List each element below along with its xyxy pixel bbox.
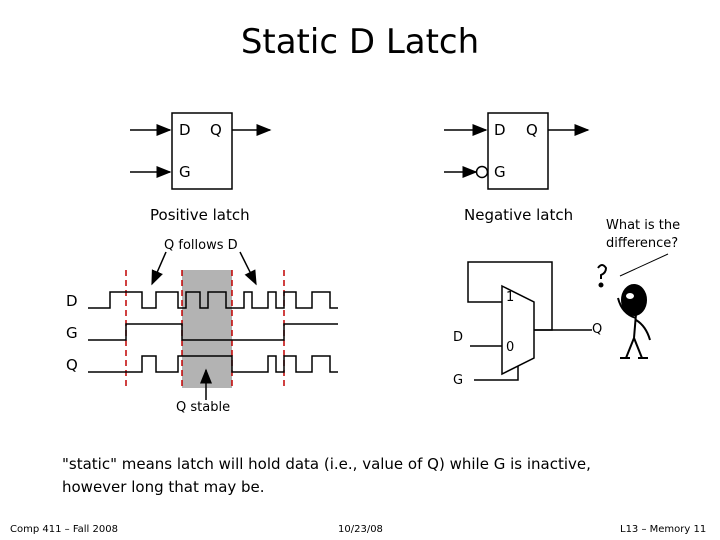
negative-latch-d-label: D — [494, 121, 506, 139]
negative-latch-g-label: G — [494, 163, 506, 181]
question-line-2: difference? — [606, 236, 679, 251]
positive-latch-caption: Positive latch — [150, 206, 250, 224]
question-pointer — [619, 253, 669, 277]
positive-latch-g-label: G — [179, 163, 191, 181]
mux-d-label: D — [453, 330, 464, 345]
q-follows-d-arrow-left — [151, 251, 167, 286]
static-definition-line-2: however long that may be. — [62, 478, 265, 496]
q-follows-d-label: Q follows D — [164, 238, 238, 253]
positive-latch-q-label: Q — [210, 121, 222, 139]
waveform-g — [88, 323, 338, 341]
mux-body — [501, 284, 535, 376]
mux-g-wire — [474, 366, 519, 381]
footer-course: Comp 411 – Fall 2008 — [10, 524, 118, 535]
mux-q-label: Q — [592, 322, 603, 337]
mux-g-label: G — [453, 373, 464, 388]
inversion-bubble — [475, 165, 489, 179]
thinking-figure-icon — [597, 264, 651, 359]
negative-latch-box — [487, 112, 549, 190]
waveform-d — [88, 291, 338, 309]
signal-label-d: D — [66, 292, 78, 310]
signal-label-q: Q — [66, 356, 78, 374]
mux-input-0-label: 0 — [506, 340, 515, 355]
hold-interval-shade — [182, 270, 232, 388]
signal-label-g: G — [66, 324, 78, 342]
negative-latch-caption: Negative latch — [464, 206, 574, 224]
negative-latch-q-label: Q — [526, 121, 538, 139]
footer-date: 10/23/08 — [338, 524, 383, 535]
page-title: Static D Latch — [240, 22, 480, 62]
q-follows-d-arrow-right — [239, 251, 257, 286]
waveform-q — [88, 355, 338, 373]
static-definition-line-1: "static" means latch will hold data (i.e… — [62, 455, 591, 473]
mux-input-1-label: 1 — [506, 290, 515, 305]
question-line-1: What is the — [606, 218, 681, 233]
mux-circuit — [467, 261, 592, 381]
q-stable-label: Q stable — [176, 400, 231, 415]
footer-slide: L13 – Memory 11 — [620, 524, 707, 535]
positive-latch-d-label: D — [179, 121, 191, 139]
negative-latch — [444, 112, 590, 190]
positive-latch — [130, 112, 272, 190]
positive-latch-box — [171, 112, 233, 190]
